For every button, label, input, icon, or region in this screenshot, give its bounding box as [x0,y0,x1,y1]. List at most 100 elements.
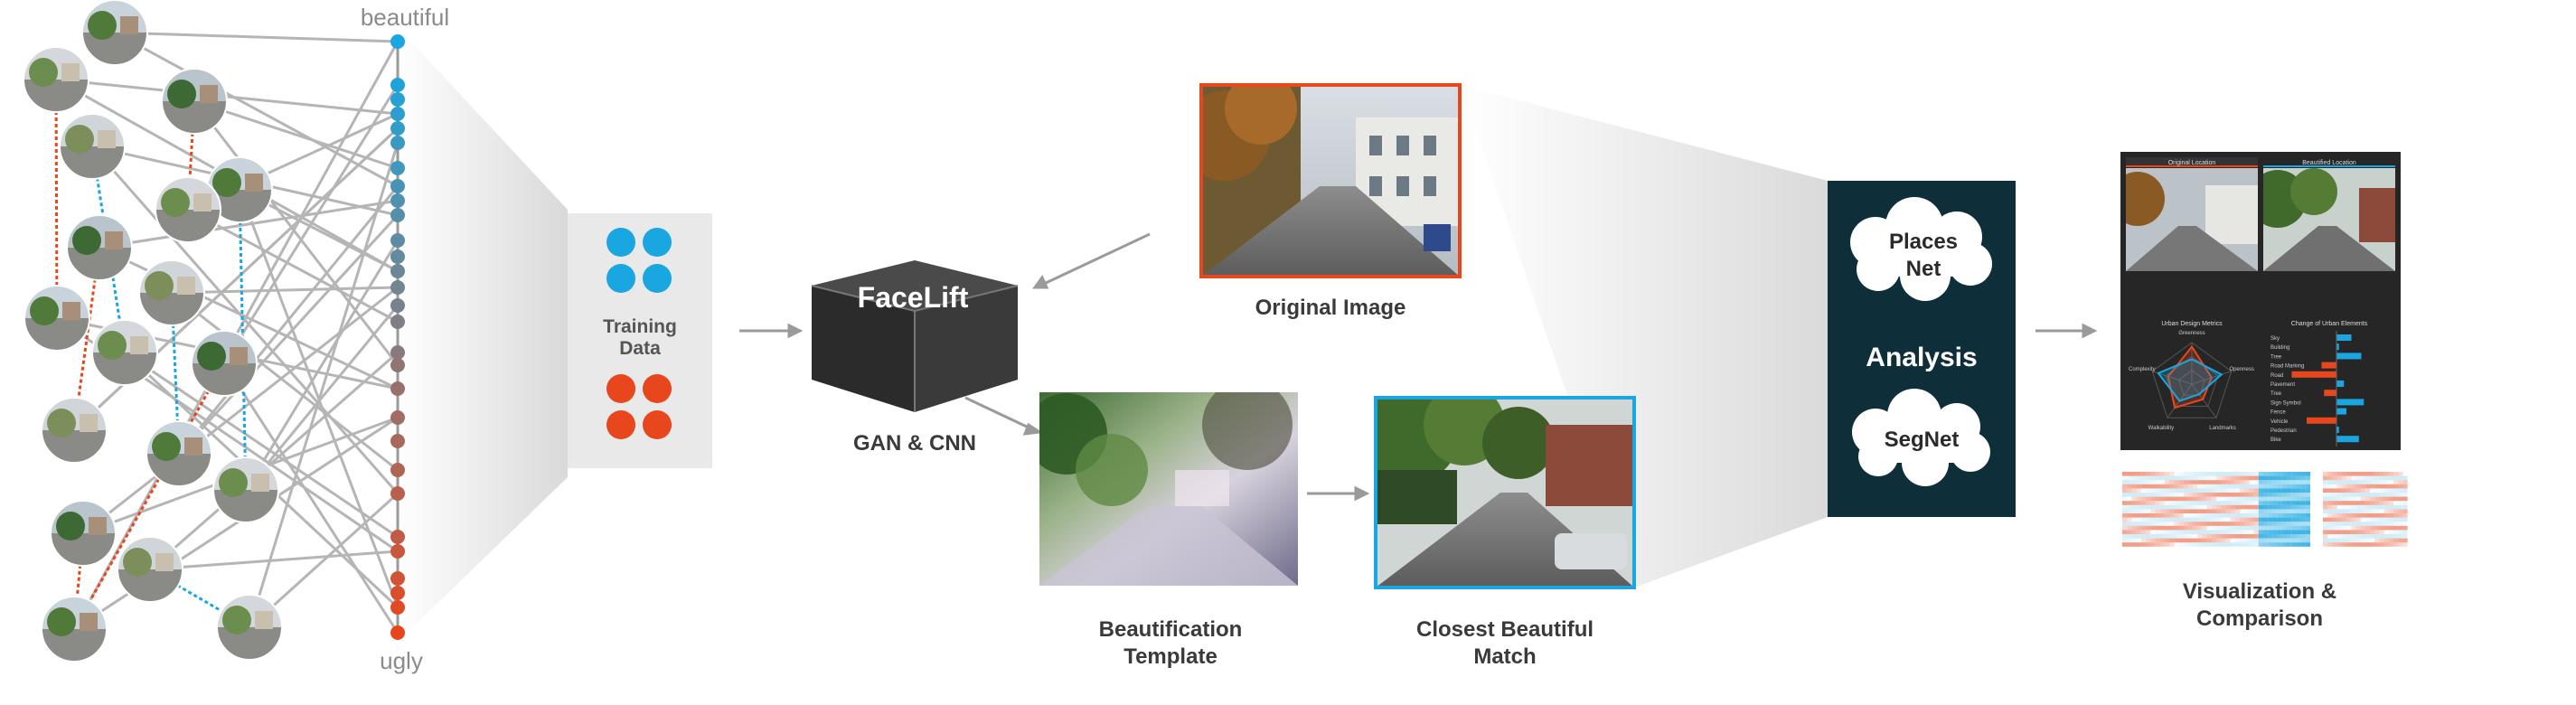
ranking-dot [390,544,405,559]
bar [2336,343,2339,351]
ranking-dot [390,280,405,295]
ranking-dot [390,34,405,49]
ranking-dot [390,381,405,396]
training-dot-blue [643,228,672,257]
places-net-cloud-icon [1850,197,1992,301]
beautification-template-image [1039,392,1298,586]
ranking-dot [390,486,405,501]
training-dot-blue [643,264,672,293]
ranking-dot [390,193,405,208]
bar [2336,427,2339,433]
ranking-dot [390,463,405,477]
training-dot-blue [606,228,635,257]
bar-row-label: Pedestrian [2270,428,2297,434]
bars-title: Change of Urban Elements [2291,321,2368,327]
training-dot-red [643,410,672,439]
original-image [1201,85,1460,277]
bar-row-label: Building [2270,345,2289,351]
ranking-dot [390,161,405,175]
dashboard-beautified-thumb [2263,168,2395,271]
bar [2307,417,2336,424]
dashboard-tab-original[interactable]: Original Location [2168,160,2216,166]
ranking-dot [390,107,405,121]
training-data-box [568,213,712,468]
ranking-dot [390,92,405,107]
bar-row-label: Tree [2270,354,2282,360]
ranking-dot [390,600,405,615]
bar [2336,352,2362,360]
match-caption-2: Match [1473,644,1536,669]
training-label-2: Data [619,338,661,359]
street-photo [41,397,108,464]
street-photo [81,0,148,66]
template-caption-1: Beautification [1099,617,1243,642]
street-photo [91,319,158,386]
street-photo [24,285,90,352]
original-image-frame [1199,83,1462,278]
places-net-label-1: Places [1889,230,1958,254]
ranking-dot [390,571,405,586]
street-photo [23,46,89,113]
street-photo [59,113,126,180]
radar-axis-label: Openness [2229,367,2253,372]
ranking-dot [390,586,405,600]
bar-row-label: Road [2270,373,2283,379]
bar [2336,334,2352,341]
radar-chart: GreennessOpennessLandmarksWalkabilityCom… [2129,331,2254,431]
street-photo [155,176,221,243]
analysis-title: Analysis [1866,343,1977,372]
street-photo [216,594,283,661]
street-photo [50,500,117,567]
radar-axis-label: Walkability [2148,426,2174,431]
template-caption-2: Template [1123,644,1217,669]
ranking-dot [390,78,405,92]
ranking-dot [390,121,405,136]
bar-row-label: Sky [2270,336,2280,342]
bar-row-label: Bike [2270,437,2281,443]
street-photo [146,420,212,487]
ranking-dot [390,345,405,360]
bar-row-label: Fence [2270,410,2286,416]
cube-label: FaceLift [858,281,969,314]
training-label-1: Training [603,316,677,337]
ranking-dots [390,34,405,640]
street-photo [191,330,258,397]
ranking-dot [390,249,405,264]
axis-top-label: beautiful [361,4,449,31]
ranking-dot [390,136,405,150]
dashboard-tab-beautified[interactable]: Beautified Location [2302,160,2356,166]
bar-row-label: Road Marking [2270,364,2304,370]
segnet-label: SegNet [1885,428,1960,452]
ranking-dot [390,264,405,278]
ranking-dot [390,208,405,222]
right-funnel [1460,85,1828,588]
closest-match-frame [1374,396,1636,589]
street-photo [206,156,273,223]
bar [2324,390,2336,397]
bar [2336,381,2345,387]
training-dot-blue [606,264,635,293]
segnet-cloud-icon [1852,389,1990,486]
street-photo [117,536,183,603]
street-photo [138,259,205,326]
ranking-dot [390,358,405,372]
street-photo [66,214,133,281]
bar-row-label: Pavement [2270,382,2295,388]
training-dot-red [643,374,672,403]
places-net-label-2: Net [1906,257,1941,281]
street-photo [41,596,108,663]
radar-axis-label: Greenness [2178,331,2205,336]
bar [2336,436,2359,443]
bar [2336,399,2364,406]
radar-axis-label: Landmarks [2209,426,2236,431]
ranking-dot [390,233,405,248]
bar-row-label: Vehicle [2270,419,2289,425]
training-dot-red [606,374,635,403]
original-image-caption: Original Image [1255,296,1406,320]
ranking-dot [390,434,405,448]
visualization-caption-1: Visualization & [2183,579,2336,604]
street-photo [212,456,279,523]
ranking-dot [390,315,405,329]
